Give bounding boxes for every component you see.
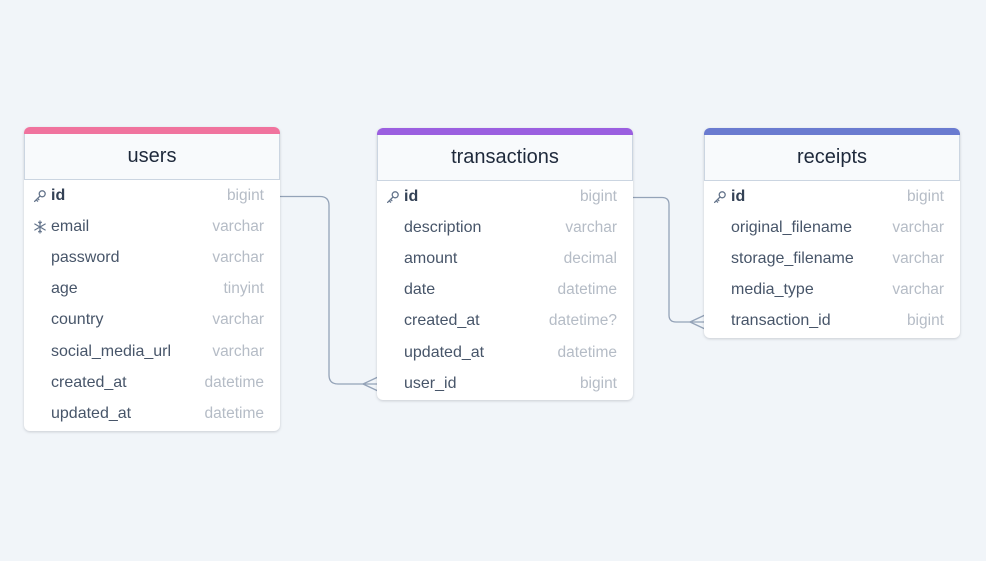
field-row-media-type[interactable]: media_type varchar	[704, 275, 960, 306]
field-type: bigint	[579, 374, 617, 392]
field-type: datetime?	[548, 312, 617, 330]
field-row-social-media-url[interactable]: social_media_url varchar	[24, 336, 280, 367]
table-fields: id bigint email varchar password varchar age ti…	[24, 180, 280, 430]
key-icon	[386, 190, 400, 204]
field-type: tinyint	[223, 280, 265, 298]
field-type: bigint	[906, 187, 944, 205]
field-row-description[interactable]: description varchar	[377, 212, 633, 243]
field-type: varchar	[892, 281, 944, 299]
field-row-date[interactable]: date datetime	[377, 275, 633, 306]
table-title[interactable]: transactions	[377, 135, 633, 181]
field-row-updated-at[interactable]: updated_at datetime	[377, 337, 633, 368]
field-name: created_at	[51, 373, 127, 391]
field-type: varchar	[212, 311, 264, 329]
crowfoot-icon	[689, 314, 706, 330]
table-title[interactable]: receipts	[704, 135, 960, 181]
field-type: bigint	[226, 186, 264, 204]
field-row-user-id[interactable]: user_id bigint	[377, 368, 633, 399]
snowflake-icon	[33, 220, 47, 234]
field-name: password	[51, 248, 120, 266]
relation-users-transactions[interactable]	[280, 195, 378, 385]
table-accent-bar	[704, 128, 960, 135]
key-icon	[33, 189, 47, 203]
field-type: varchar	[892, 249, 944, 267]
field-name: date	[404, 281, 436, 299]
table-users[interactable]: users id bigint email varchar password varcha…	[24, 127, 280, 431]
field-name: amount	[404, 249, 458, 267]
field-row-password[interactable]: password varchar	[24, 242, 280, 273]
table-accent-bar	[377, 128, 633, 135]
field-row-email[interactable]: email varchar	[24, 211, 280, 242]
field-name: id	[731, 187, 746, 205]
field-name: media_type	[731, 281, 814, 299]
field-name: transaction_id	[731, 312, 831, 330]
field-type: datetime	[204, 404, 264, 422]
field-row-id[interactable]: id bigint	[24, 180, 280, 211]
crowfoot-icon	[362, 376, 379, 392]
field-row-id[interactable]: id bigint	[704, 181, 960, 212]
field-row-country[interactable]: country varchar	[24, 305, 280, 336]
field-name: user_id	[404, 374, 457, 392]
field-type: bigint	[579, 187, 617, 205]
field-name: id	[51, 186, 66, 204]
field-row-transaction-id[interactable]: transaction_id bigint	[704, 306, 960, 337]
field-name: email	[51, 217, 90, 235]
field-row-id[interactable]: id bigint	[377, 181, 633, 212]
field-row-original-filename[interactable]: original_filename varchar	[704, 212, 960, 243]
field-name: id	[404, 187, 419, 205]
table-transactions[interactable]: transactions id bigint description varchar a…	[377, 128, 633, 400]
table-accent-bar	[24, 127, 280, 134]
field-name: social_media_url	[51, 342, 172, 360]
field-row-created-at[interactable]: created_at datetime	[24, 367, 280, 398]
key-icon	[713, 190, 727, 204]
field-type: varchar	[212, 217, 264, 235]
field-type: datetime	[557, 343, 617, 361]
field-type: varchar	[212, 248, 264, 266]
field-type: decimal	[563, 249, 617, 267]
field-type: datetime	[557, 281, 617, 299]
field-type: varchar	[565, 218, 617, 236]
field-row-age[interactable]: age tinyint	[24, 274, 280, 305]
field-type: varchar	[212, 342, 264, 360]
table-fields: id bigint description varchar amount decimal d…	[377, 181, 633, 399]
field-row-updated-at[interactable]: updated_at datetime	[24, 398, 280, 429]
field-name: country	[51, 311, 104, 329]
field-name: updated_at	[404, 343, 485, 361]
field-name: updated_at	[51, 404, 132, 422]
field-type: varchar	[892, 218, 944, 236]
field-name: storage_filename	[731, 249, 854, 267]
field-name: age	[51, 280, 78, 298]
field-type: bigint	[906, 312, 944, 330]
field-type: datetime	[204, 373, 264, 391]
field-name: description	[404, 218, 482, 236]
table-title[interactable]: users	[24, 134, 280, 180]
field-row-created-at[interactable]: created_at datetime?	[377, 306, 633, 337]
field-row-storage-filename[interactable]: storage_filename varchar	[704, 243, 960, 274]
field-name: original_filename	[731, 218, 852, 236]
field-name: created_at	[404, 312, 480, 330]
relation-transactions-receipts[interactable]	[633, 196, 705, 323]
field-row-amount[interactable]: amount decimal	[377, 243, 633, 274]
